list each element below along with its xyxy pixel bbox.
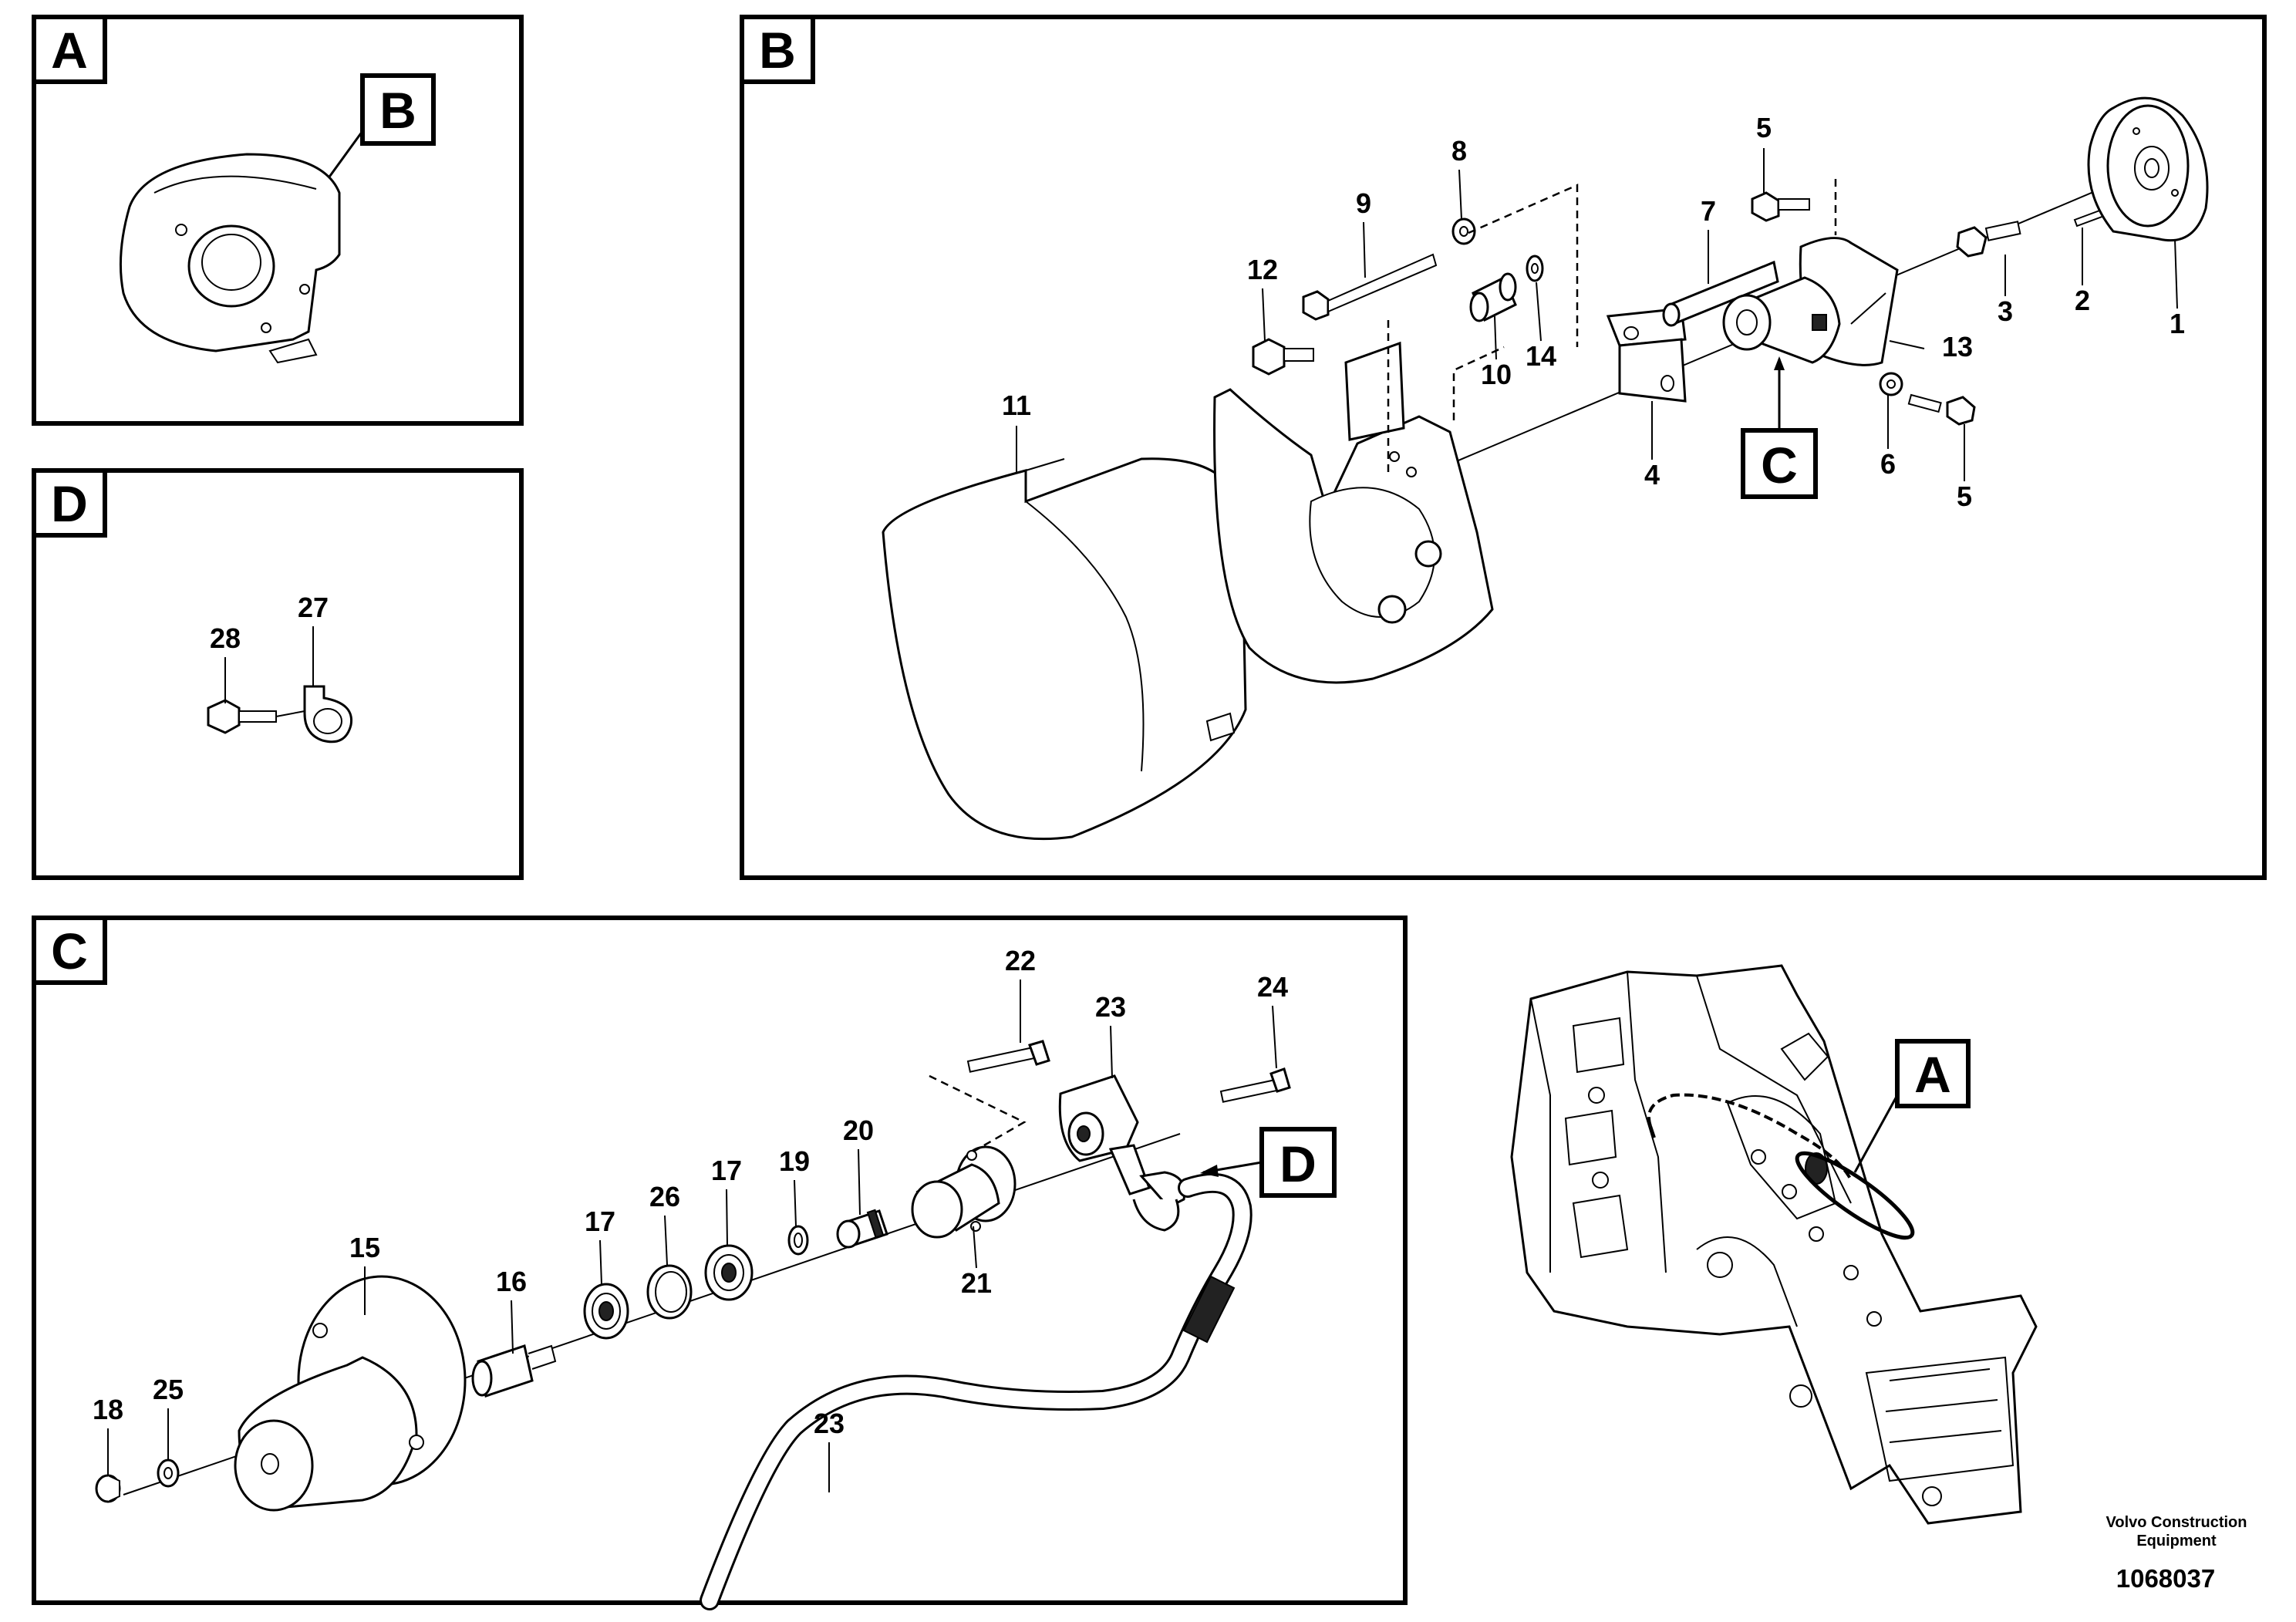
panel-a-callout-label: B [379,82,416,139]
part-number-22: 22 [1005,945,1036,976]
part-number-2: 2 [2075,285,2090,316]
overview-callout-box [1895,1039,1971,1108]
part-5-lower-bolt [1907,393,1976,426]
part-16-shaft [471,1344,557,1398]
part-24-screw [1219,1067,1291,1103]
panel-a-tag-label: A [51,22,88,79]
part-number-28: 28 [210,622,241,654]
panel-a-tag [32,15,107,84]
panel-d: D 28 27 [32,468,524,880]
part-23-sensor [1058,1074,1186,1232]
part-21-flange [911,1145,1017,1239]
part-number-8: 8 [1451,135,1467,167]
part-13-sensor-assembly [1722,237,1899,366]
part-9-long-bolt [1302,253,1438,321]
part-number-7: 7 [1701,195,1716,227]
part-number-5-upper: 5 [1756,112,1772,143]
document-number: 1068037 [2116,1564,2215,1593]
panel-b-tag-label: B [759,22,796,79]
part-number-23-cable: 23 [814,1408,845,1439]
panel-d-tag-label: D [51,475,88,532]
part-number-6: 6 [1880,448,1896,480]
part-number-14: 14 [1526,340,1556,372]
part-number-17-left: 17 [585,1206,615,1237]
panel-b-tag [740,15,815,84]
part-18-plug [95,1474,121,1503]
part-number-10: 10 [1481,359,1512,390]
part-3-bolt [1956,221,2021,258]
part-5-upper-bolt [1751,191,1810,222]
part-number-17-right: 17 [711,1155,742,1186]
part-1-flange [2087,96,2209,242]
overview-callout-label: A [1914,1046,1951,1103]
panel-b: B [740,15,2267,880]
part-number-5-lower: 5 [1957,481,1972,512]
panel-b-callout-box [1741,428,1818,499]
bolt-and-clamp-sketch [207,685,353,744]
panel-c-tag [32,916,107,985]
part-number-19: 19 [779,1145,810,1177]
part-number-21: 21 [961,1267,992,1299]
part-17-bearing-left [583,1283,629,1340]
part-15-housing [234,1275,467,1512]
part-4-bracket [1606,307,1687,403]
part-number-24: 24 [1257,971,1288,1003]
part-11-cover-shell [882,457,1247,841]
part-number-20: 20 [843,1114,874,1146]
part-number-11: 11 [1002,389,1031,421]
part-number-16: 16 [496,1266,527,1297]
part-22-screw [966,1040,1050,1073]
brand-line-2: Equipment [2136,1533,2217,1549]
part-number-4: 4 [1644,459,1660,491]
panel-a: A B [32,15,524,426]
backing-plate [1213,341,1494,684]
part-number-26: 26 [649,1181,680,1212]
part-number-15: 15 [349,1232,380,1263]
part-number-1: 1 [2170,308,2185,339]
part-number-13: 13 [1942,331,1973,363]
part-17-bearing-right [704,1244,754,1301]
brand-line-1: Volvo Construction [2106,1514,2247,1531]
cover-assembly-sketch [119,153,341,364]
part-number-23-sensor: 23 [1095,991,1126,1023]
highlight-ellipse [1795,1151,1915,1240]
machine-overview: A [1510,964,2038,1525]
part-26-spacer-ring [646,1264,693,1320]
part-number-18: 18 [93,1394,123,1425]
panel-a-callout-box [360,73,436,146]
panel-c-callout-box [1259,1127,1337,1198]
panel-b-callout-label: C [1761,437,1798,494]
part-number-27: 27 [298,592,329,623]
panel-c-tag-label: C [51,922,88,980]
part-7-pin [1662,260,1779,327]
part-number-25: 25 [153,1374,184,1405]
part-20-bushing [836,1209,888,1249]
part-10-spacer [1469,272,1517,322]
panel-c-callout-label: D [1279,1135,1317,1192]
panel-d-tag [32,468,107,538]
panel-c: C [32,916,1408,1610]
part-12-bolt [1252,338,1314,376]
part-number-12: 12 [1247,254,1278,285]
part-number-9: 9 [1356,187,1371,219]
part-number-3: 3 [1998,295,2013,327]
